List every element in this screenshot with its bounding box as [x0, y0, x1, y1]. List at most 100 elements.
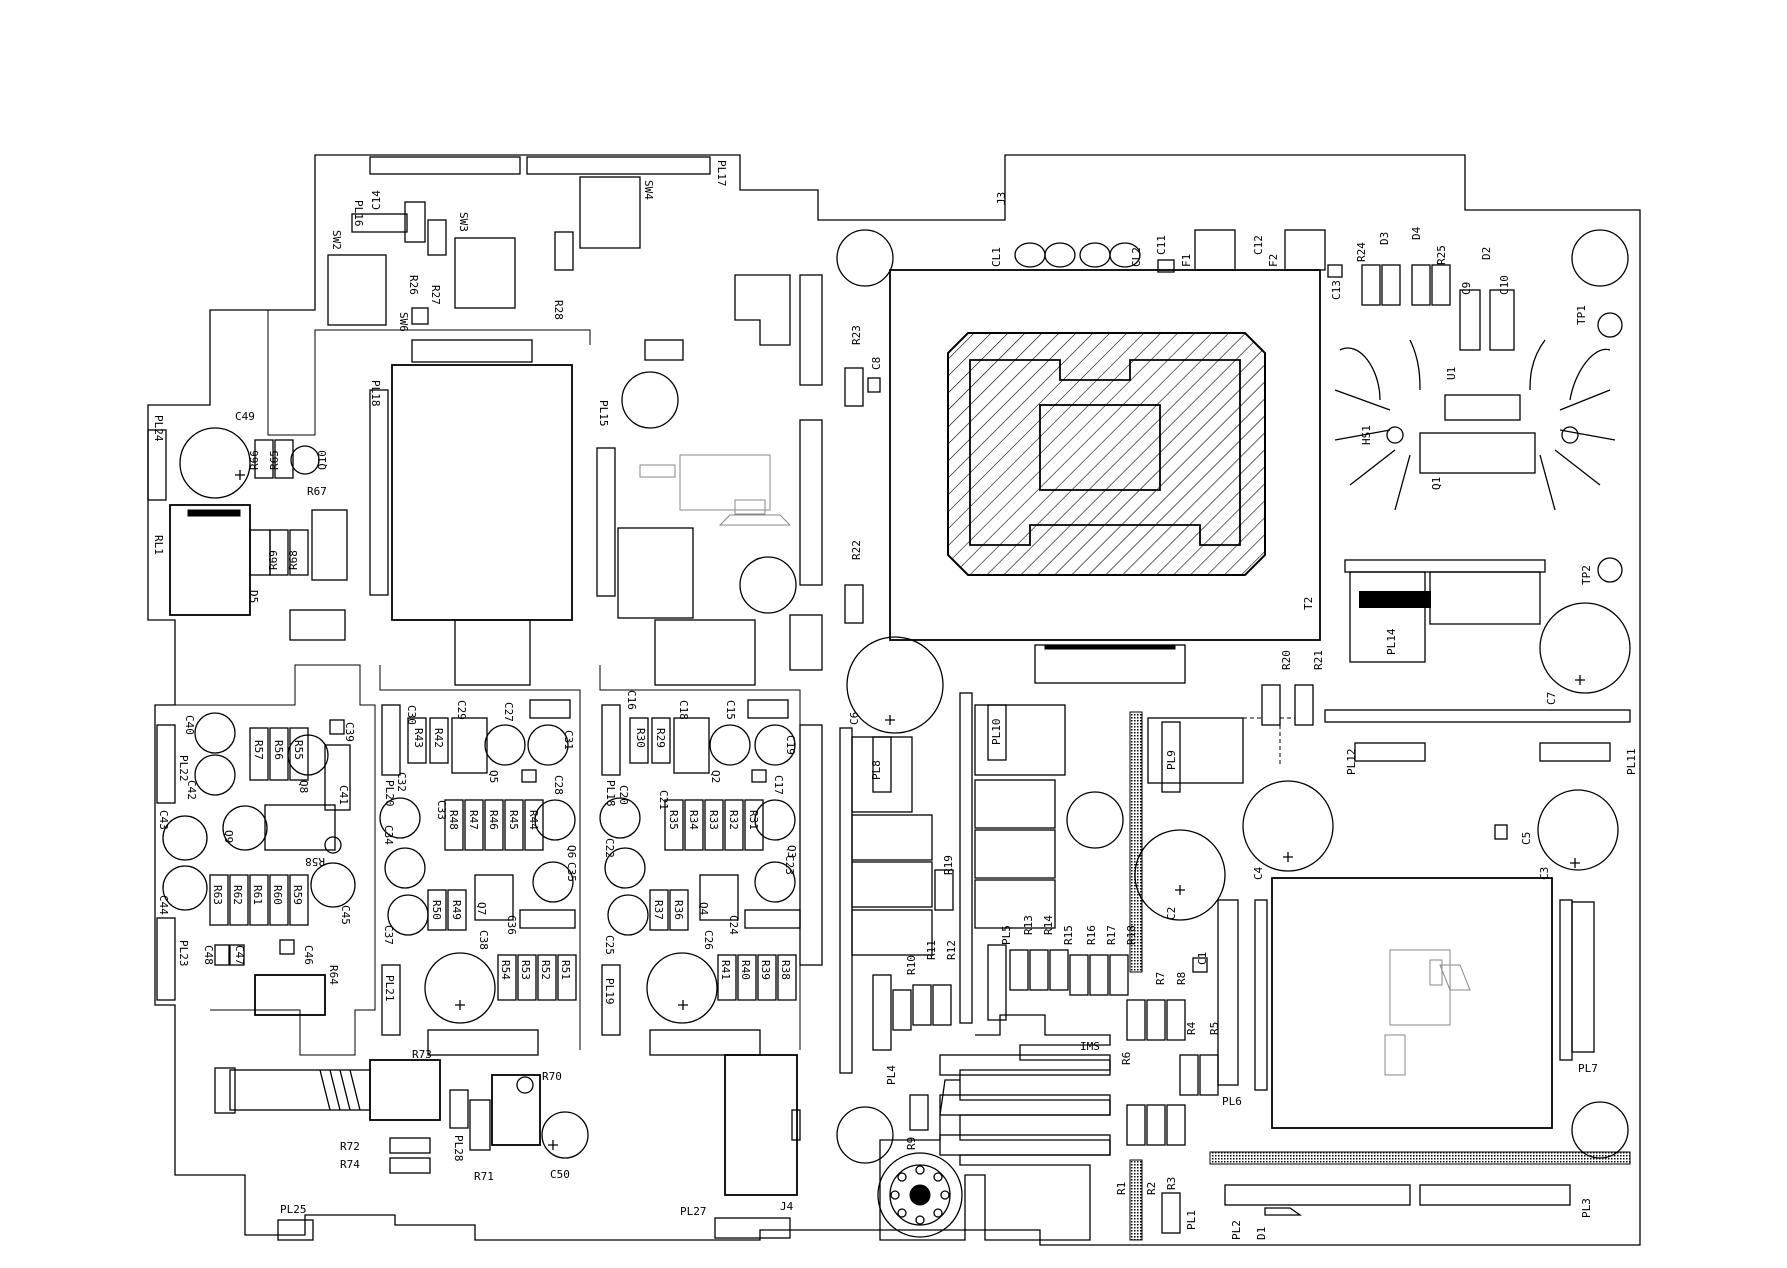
label-q4: Q4: [697, 902, 710, 916]
label-r31: R31: [747, 810, 760, 830]
label-r54: R54: [499, 960, 512, 980]
connector-pl15: [596, 447, 616, 597]
label-r66: R66: [248, 450, 261, 470]
connector-pl18: [601, 704, 621, 776]
transformer-t2: [889, 269, 1321, 641]
label-pl22: PL22: [177, 755, 190, 782]
label-r10: R10: [905, 955, 918, 975]
label-c43: C43: [157, 810, 170, 830]
label-c31: C31: [562, 730, 575, 750]
label-c10: C10: [1498, 275, 1511, 295]
board-inner-outline: [267, 310, 591, 436]
label-sw4: SW4: [642, 180, 655, 200]
connector-pl5: [987, 944, 1007, 1021]
transistor-q9-body: [264, 804, 336, 851]
label-pl17: PL17: [715, 160, 728, 187]
label-tp1: TP1: [1575, 305, 1588, 325]
label-pl7: PL7: [1578, 1062, 1598, 1075]
label-pl3: PL3: [1580, 1198, 1593, 1218]
testpoint-tp1: [1597, 312, 1623, 338]
heatsink-hs1: [1334, 339, 1616, 511]
capacitor-c3: [1537, 789, 1619, 871]
label-d2: D2: [1480, 247, 1493, 260]
label-q8: Q8: [297, 780, 310, 793]
label-pl5: PL5: [1000, 925, 1013, 945]
label-r47: R47: [467, 810, 480, 830]
connector-j4: [724, 1054, 798, 1196]
switch-sw3: [454, 237, 516, 309]
connector-pl22: [156, 724, 176, 804]
label-c11: C11: [1155, 235, 1168, 255]
fuse-f1: [1194, 229, 1236, 271]
capacitor-c49: [179, 427, 251, 499]
label-pl27: PL27: [680, 1205, 707, 1218]
connector-pl9: [1161, 721, 1181, 793]
label-pl14: PL14: [1385, 628, 1398, 655]
label-tp2: TP2: [1580, 565, 1593, 585]
label-c46: C46: [302, 945, 315, 965]
label-r44: R44: [527, 810, 540, 830]
polarity-markers: [235, 470, 1585, 1150]
connector-pl18-top: [369, 389, 389, 596]
label-rl1: RL1: [152, 535, 165, 555]
label-r15: R15: [1062, 925, 1075, 945]
label-r48: R48: [447, 810, 460, 830]
resistor-r66: [254, 439, 274, 479]
label-c2: C2: [1165, 907, 1178, 920]
potentiometer-r70: [491, 1074, 541, 1146]
label-f1: F1: [1180, 254, 1193, 267]
label-pl10: PL10: [990, 719, 1003, 746]
label-q9: Q9: [222, 830, 235, 843]
label-u1: U1: [1445, 367, 1458, 380]
label-r20: R20: [1280, 650, 1293, 670]
module-main-left: [391, 364, 573, 621]
connector-pl7: [1571, 901, 1595, 1053]
connector-pl3: [1419, 1184, 1571, 1206]
label-c16: C16: [625, 690, 638, 710]
label-r2: R2: [1145, 1182, 1158, 1195]
label-c39: C39: [343, 722, 356, 742]
label-pl21: PL21: [383, 975, 396, 1002]
label-r16: R16: [1085, 925, 1098, 945]
label-c34: C34: [382, 825, 395, 845]
label-pl16: PL16: [352, 200, 365, 227]
label-r40: R40: [739, 960, 752, 980]
label-r25: R25: [1435, 245, 1448, 265]
transformer-core-hatched: [947, 332, 1266, 576]
connector-pl4: [872, 974, 892, 1051]
label-r43: R43: [412, 728, 425, 748]
connector-pl2: [1224, 1184, 1411, 1206]
label-r68: R68: [287, 550, 300, 570]
label-c25: C25: [603, 935, 616, 955]
label-q2: Q2: [709, 770, 722, 783]
label-r8: R8: [1175, 972, 1188, 985]
resistor-r19: [934, 869, 954, 911]
label-r17: R17: [1105, 925, 1118, 945]
label-pl6: PL6: [1222, 1095, 1242, 1108]
label-pl23: PL23: [177, 940, 190, 967]
label-c28: C28: [552, 775, 565, 795]
label-c24: C24: [727, 915, 740, 935]
label-r37: R37: [652, 900, 665, 920]
label-r70: R70: [542, 1070, 562, 1083]
label-r34: R34: [687, 810, 700, 830]
label-r26: R26: [407, 275, 420, 295]
label-c9: C9: [1460, 282, 1473, 295]
label-c21: C21: [657, 790, 670, 810]
label-r39: R39: [759, 960, 772, 980]
label-r1: R1: [1115, 1182, 1128, 1195]
label-r21: R21: [1312, 650, 1325, 670]
label-d1: D1: [1255, 1227, 1268, 1240]
resistor-r26-body: [404, 201, 426, 243]
label-pl28: PL28: [452, 1135, 465, 1162]
connector-t2-bottom: [1034, 644, 1186, 684]
label-f2: F2: [1267, 254, 1280, 267]
connector-pl1: [1161, 1192, 1181, 1234]
label-r50: R50: [430, 900, 443, 920]
switch-sw2: [327, 254, 387, 326]
connector-pl6: [1217, 899, 1239, 1086]
resistor-r67: [311, 509, 348, 581]
connector-pl23: [156, 917, 176, 1001]
